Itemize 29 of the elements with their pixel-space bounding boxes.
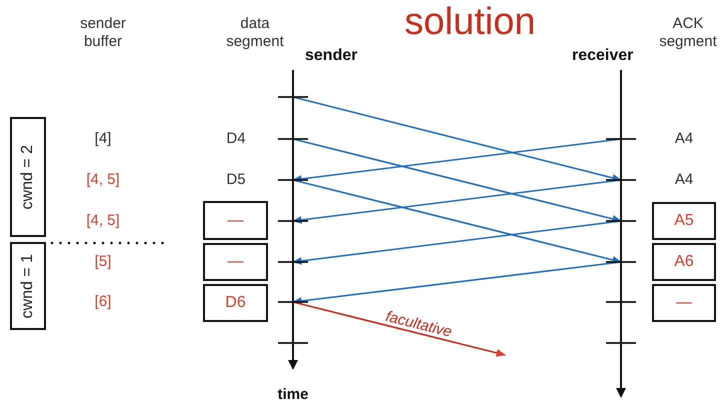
segment-label: [6]: [94, 293, 112, 311]
segment-label: A4: [674, 130, 694, 148]
segment-label: [4, 5]: [85, 171, 121, 189]
edge-label: facultative: [384, 308, 454, 342]
arrow: [292, 179, 622, 264]
segment-box: A6: [652, 243, 716, 281]
segment-box: —: [203, 201, 268, 240]
segment-box: A5: [652, 202, 716, 240]
segment-label: [4]: [94, 130, 112, 148]
axis-label: time: [276, 386, 310, 404]
lifeline-heading: sender: [305, 46, 358, 66]
segment-label: data segment: [225, 15, 285, 51]
arrow: [292, 138, 622, 223]
segment-label: A4: [674, 171, 694, 189]
segment-box: —: [652, 284, 716, 322]
arrow: [292, 301, 506, 357]
segment-box: D6: [203, 284, 268, 322]
window-box: cwnd = 2: [10, 117, 46, 237]
segment-label: D5: [225, 171, 247, 189]
segment-label: D4: [225, 130, 247, 148]
window-box: cwnd = 1: [10, 242, 46, 330]
segment-label: sender buffer: [79, 15, 127, 51]
segment-label: ACK segment: [658, 15, 718, 51]
segment-box: —: [203, 243, 268, 281]
title: solution: [404, 0, 536, 44]
segment-label: [5]: [94, 253, 112, 271]
segment-label: [4, 5]: [85, 212, 121, 230]
lifeline-heading: receiver: [572, 46, 634, 66]
arrow: [292, 96, 622, 182]
